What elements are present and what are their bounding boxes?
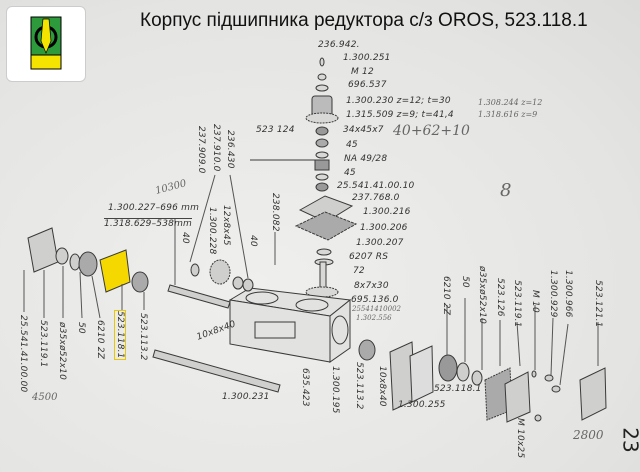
right-parts [358,339,607,423]
part-label: 1.300.195 [330,366,340,414]
part-label: 8x7x30 [354,281,389,291]
part-label: 72 [353,266,365,276]
part-label: M 12 [351,67,374,77]
part-label: 1.300.231 [222,392,270,402]
part-label: 25.541.41.00.10 [337,181,415,191]
part-label: 237.910.0 [211,124,221,172]
part-label: 1.300.230 z=12; t=30 [346,96,451,106]
handwritten-note: 2800 [573,428,604,442]
part-label: 523.118.1 [434,384,482,394]
part-label: 1.300.227–696 mm [108,203,200,213]
part-label: 40 [180,232,190,244]
handwritten-note: 1.302.556 [356,314,392,322]
part-label: 236.942. [318,40,360,50]
part-label: 523.113.2 [354,362,364,410]
part-label: 523.119.1 [38,320,48,368]
handwritten-note: 4500 [32,392,58,403]
part-label: 1.315.509 z=9; t=41,4 [346,110,454,120]
page-number: 23 [618,427,640,453]
oros-logo-mark [30,16,62,70]
part-label: 1.300.966 [563,270,573,318]
part-label: 45 [344,168,356,178]
part-label: 6207 RS [349,252,389,262]
shafts [152,284,281,393]
part-label: 237.909.0 [196,126,206,174]
leader-lines [23,174,276,319]
gearbox-housing [228,287,352,363]
left-parts [27,227,254,293]
handwritten-note: 1.308.244 z=12 [478,98,543,107]
handwritten-note: 40+62+10 [393,123,470,139]
part-label: 12x8x45 [221,205,231,246]
part-label: 6210 2Z [95,320,105,360]
part-label: 523.126 [495,278,505,317]
part-label: 635.423 [300,368,310,407]
part-label: 523.113.2 [138,313,148,361]
part-label: 1.300.228 [207,207,217,255]
part-label: M 10 [530,290,540,313]
part-label: 696.537 [348,80,387,90]
part-label: 1.300.251 [343,53,391,63]
part-label: 523 124 [256,125,295,135]
part-label-highlighted: 523.118.1 [114,310,126,360]
handwritten-note: 8 [500,180,512,201]
part-label: 40 [248,235,258,247]
part-label: 1.300.216 [363,207,411,217]
part-label: 1.318.629–538mm [104,218,193,229]
part-label: 1.300.206 [360,223,408,233]
vertical-shaft-stack [294,57,358,298]
oros-logo [6,6,86,82]
part-label: 1.300.929 [548,270,558,318]
part-label: 10x8x40 [377,366,387,407]
part-label: 523.121.1 [593,280,603,328]
handwritten-note: 1.318.616 z=9 [478,110,538,119]
part-label: ø35xø52x10 [477,266,487,325]
part-label: NA 49/28 [344,154,388,164]
part-label: 6210 2Z [441,276,451,316]
part-label: 34x45x7 [343,125,384,135]
part-label: 237.768.0 [352,193,400,203]
part-label: 1.300.255 [398,400,446,410]
part-label: ø35xø52x10 [57,322,67,381]
part-label: 1.300.207 [356,238,404,248]
part-label: 523.119.1 [512,280,522,328]
part-label: M 10x25 [515,418,525,459]
part-label: 25.541.41.00.00 [18,315,28,393]
part-label: 238.082 [270,193,280,232]
part-label: 695.136.0 [351,295,399,305]
part-label: 236.430 [225,130,235,169]
handwritten-note: 25541410002 [352,305,401,313]
part-label: 45 [346,140,358,150]
page-title: Корпус підшипника редуктора с/з OROS, 52… [140,10,588,31]
part-label: 50 [460,276,470,288]
part-label: 50 [76,322,86,334]
